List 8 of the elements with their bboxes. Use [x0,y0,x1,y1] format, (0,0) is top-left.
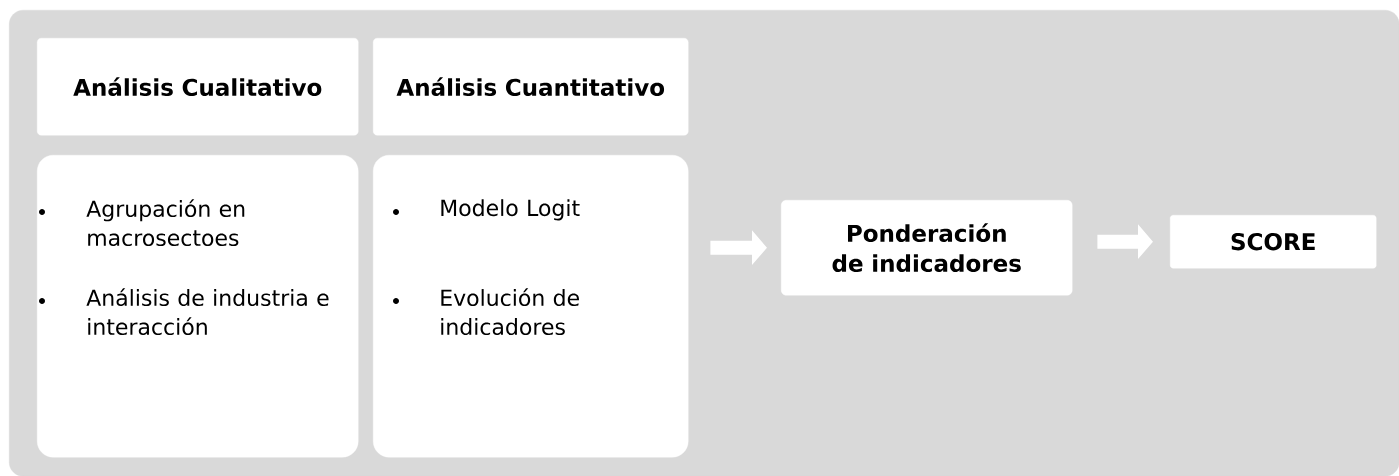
bullet-item: Agrupación en macrosectoes [39,199,245,247]
heading-box: Ponderación de indicadores [781,200,1073,296]
bullet-item: Análisis de industria e interacción [39,288,329,336]
heading-box: SCORE [1170,215,1377,269]
bullet-item: Modelo Logit [393,199,580,221]
heading-box: Análisis Cuantitativo [373,38,689,136]
heading-box: Análisis Cualitativo [37,38,359,136]
bullet-item: Evolución de indicadores [393,288,579,336]
